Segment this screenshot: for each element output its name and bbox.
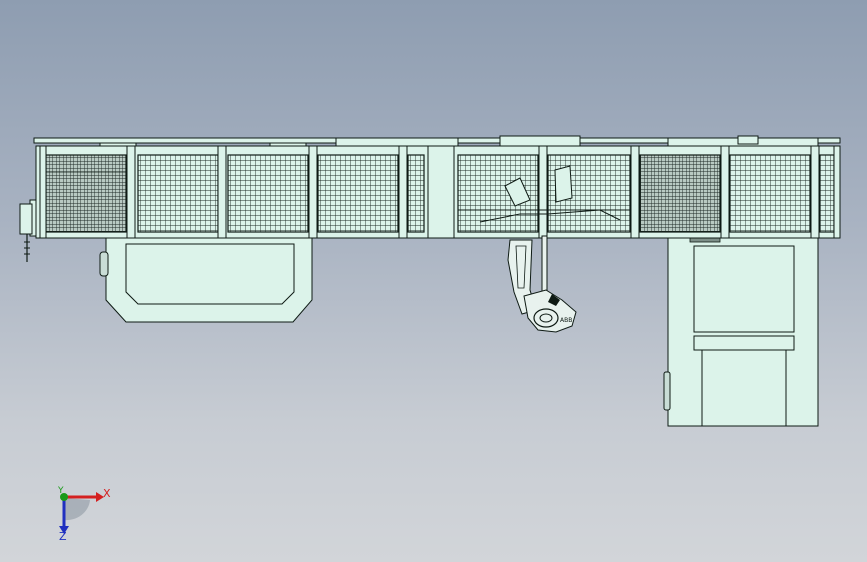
- coordinate-triad-icon: [59, 492, 104, 534]
- fence-post: [833, 145, 841, 239]
- axis-z-label: Z: [59, 530, 67, 543]
- fence-post: [538, 145, 548, 239]
- axis-y-label: Y: [58, 486, 64, 496]
- fence-post: [720, 145, 730, 239]
- fence-panel[interactable]: [317, 154, 399, 233]
- fence-panel[interactable]: [639, 154, 721, 233]
- fence-post: [39, 145, 47, 239]
- base-frame-left[interactable]: [99, 237, 313, 323]
- fence-panel[interactable]: [729, 154, 811, 233]
- safety-fence[interactable]: [35, 145, 841, 239]
- fence-panel[interactable]: [407, 154, 425, 233]
- fence-post: [398, 145, 408, 239]
- fence-post: [126, 145, 136, 239]
- fence-post: [217, 145, 227, 239]
- tower-frame-right[interactable]: [663, 235, 819, 427]
- fence-post: [630, 145, 640, 239]
- fence-panel[interactable]: [819, 154, 835, 233]
- robot-arm[interactable]: ABB: [507, 235, 577, 333]
- svg-text:ABB: ABB: [560, 317, 572, 324]
- fence-panel[interactable]: [45, 154, 127, 233]
- fence-post: [427, 145, 455, 239]
- axis-x-label: X: [103, 487, 111, 500]
- fence-panel[interactable]: [227, 154, 309, 233]
- fence-panel[interactable]: [137, 154, 219, 233]
- fence-post: [308, 145, 318, 239]
- fence-post: [810, 145, 820, 239]
